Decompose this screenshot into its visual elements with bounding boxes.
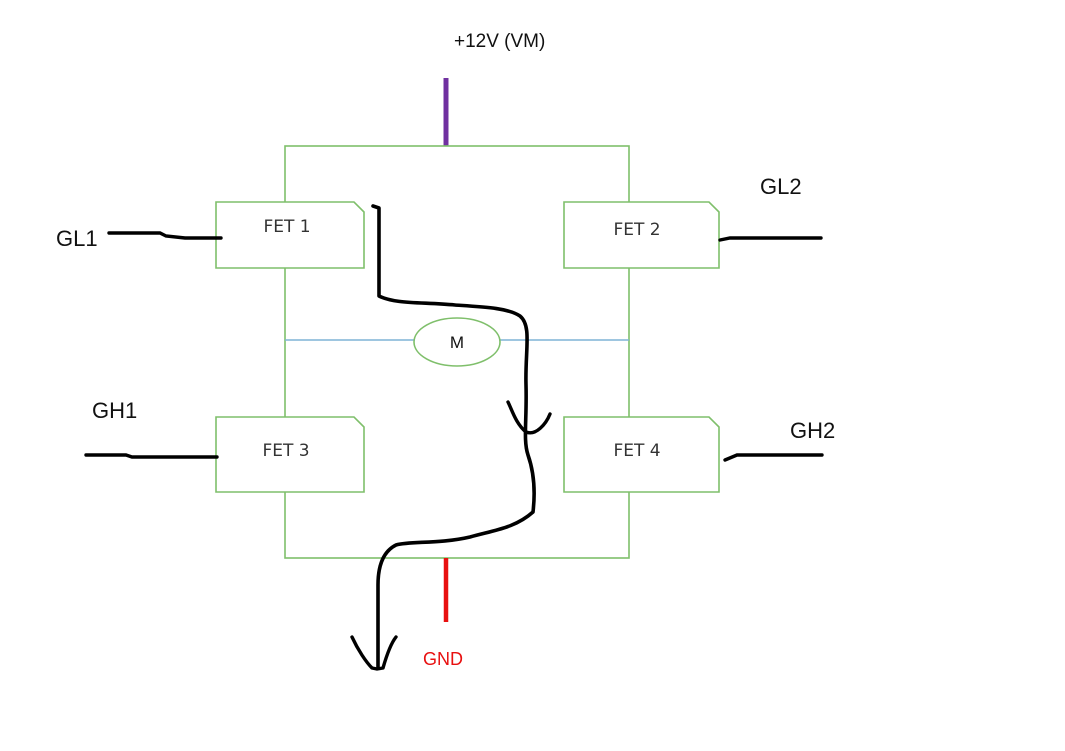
current-arrowhead-lower — [350, 635, 398, 671]
fet-2-label: FET 2 — [613, 220, 660, 240]
gate-gl2-label: GL2 — [760, 174, 802, 199]
fet-1-label: FET 1 — [263, 217, 310, 237]
gate-gh2-label: GH2 — [790, 418, 835, 443]
fet-2-box: FET 2 — [563, 201, 720, 269]
gate-gh2-wire — [723, 453, 824, 462]
fet-3-box: FET 3 — [215, 416, 365, 493]
motor-ellipse — [413, 317, 501, 367]
fet-1-box: FET 1 — [215, 201, 365, 269]
ground-label: GND — [423, 649, 463, 669]
supply-label: +12V (VM) — [454, 31, 545, 52]
fet-3-label: FET 3 — [262, 441, 309, 461]
gate-gl1-label: GL1 — [56, 226, 98, 251]
current-arrowhead-upper — [506, 400, 552, 435]
gate-gh1-wire — [84, 453, 219, 459]
current-path-line — [371, 204, 536, 670]
fet-4-label: FET 4 — [613, 441, 660, 461]
gate-gl2-wire — [718, 236, 823, 242]
fet-4-box: FET 4 — [563, 416, 720, 493]
motor-label: M — [450, 333, 464, 352]
gate-gl1-wire — [107, 231, 223, 240]
bridge-frame — [284, 145, 630, 559]
motor: M — [413, 317, 501, 367]
gate-gh1-label: GH1 — [92, 398, 137, 423]
